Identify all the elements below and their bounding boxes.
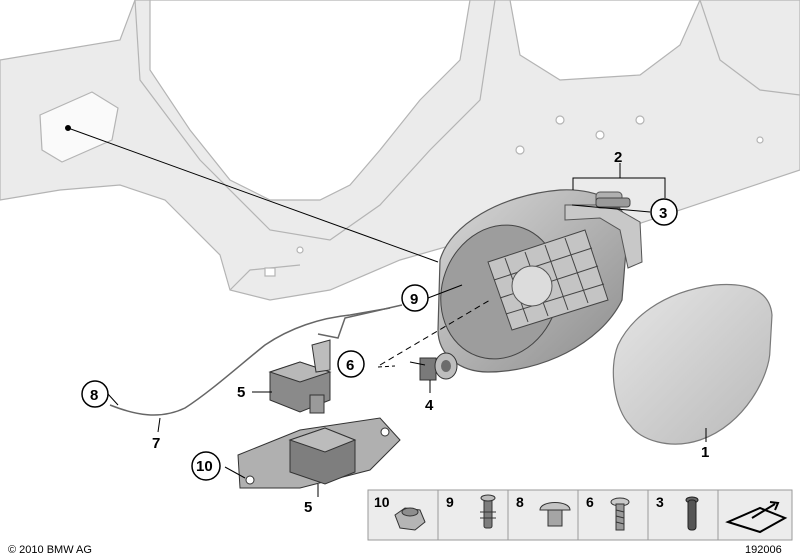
body-side-panel — [0, 0, 800, 301]
callout-8-circle — [81, 380, 109, 408]
fuel-filler-flap — [612, 283, 773, 445]
clip-icon — [480, 494, 496, 529]
actuator-lower — [237, 417, 401, 489]
legend-number-pin: 3 — [656, 494, 664, 510]
leader-lines — [65, 125, 707, 497]
callout-6: 6 — [346, 357, 354, 374]
callout-4: 4 — [425, 397, 434, 414]
pin-icon — [685, 496, 699, 531]
plug-icon — [539, 502, 571, 527]
callout-5-lower: 5 — [304, 499, 312, 516]
callout-3-circle — [650, 198, 678, 226]
nut-icon — [394, 507, 426, 531]
clip-part — [419, 352, 458, 381]
actuator-upper — [268, 339, 332, 414]
callout-1: 1 — [701, 444, 709, 461]
callout-3: 3 — [659, 205, 667, 222]
legend-number-clip: 9 — [446, 494, 454, 510]
fastener-legend: 10 9 8 6 3 — [367, 489, 793, 541]
callout-10-circle — [191, 451, 221, 481]
direction-arrow-icon — [725, 501, 788, 534]
fuel-filler-housing — [437, 189, 643, 373]
copyright-text: © 2010 BMW AG — [8, 544, 92, 556]
callout-2: 2 — [614, 149, 622, 166]
callout-8: 8 — [90, 387, 98, 404]
legend-number-nut: 10 — [374, 494, 390, 510]
legend-number-plug: 8 — [516, 494, 524, 510]
bowden-cable — [109, 304, 403, 416]
callout-7: 7 — [152, 435, 160, 452]
legend-number-screw: 6 — [586, 494, 594, 510]
diagram-id: 192006 — [745, 544, 782, 556]
screw-icon — [610, 497, 630, 531]
callout-5-upper: 5 — [237, 384, 245, 401]
pin-part — [595, 197, 631, 208]
callout-9-circle — [401, 284, 429, 312]
callout-10: 10 — [196, 458, 213, 475]
callout-9: 9 — [410, 291, 418, 308]
callout-labels: 1 2 3 4 5 5 6 7 8 9 10 — [81, 149, 709, 516]
callout-6-circle — [337, 350, 365, 378]
